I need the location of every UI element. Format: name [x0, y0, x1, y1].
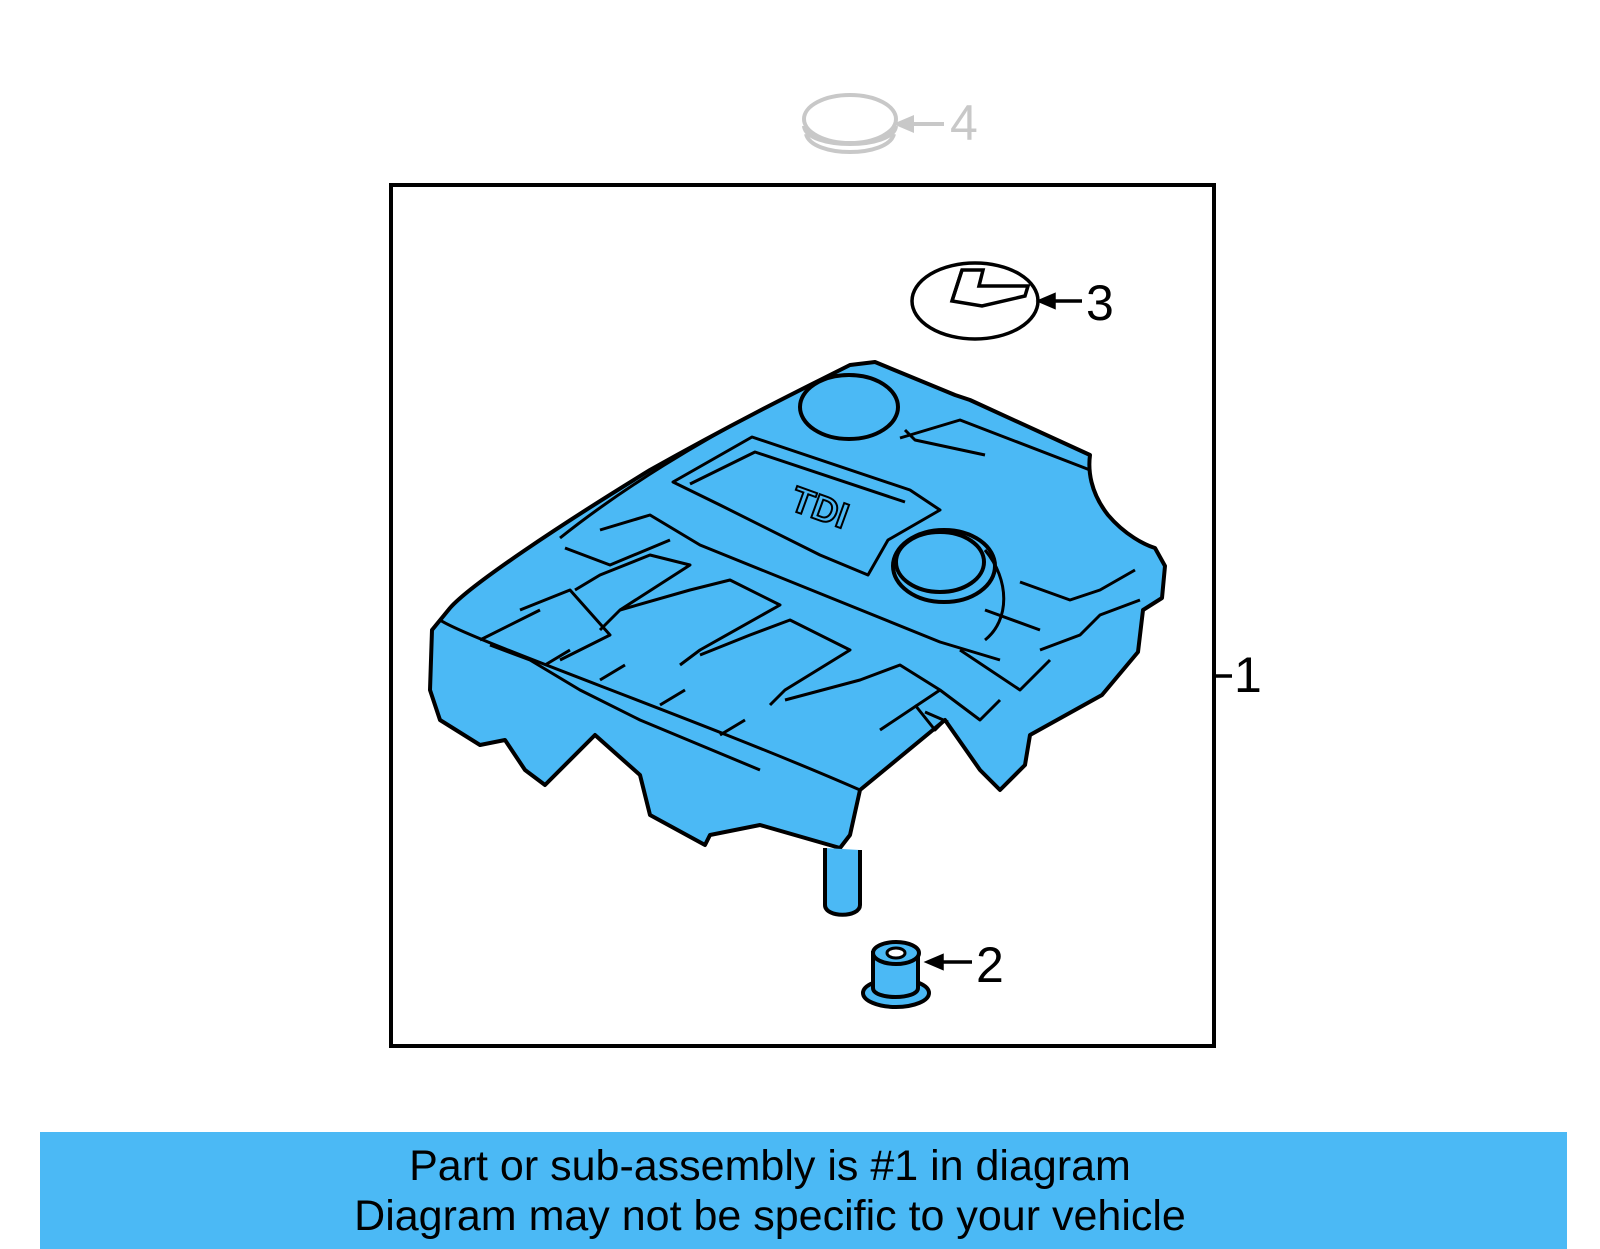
engine-cover-details — [439, 393, 1141, 792]
callout-label-3: 3 — [1086, 275, 1114, 331]
callout-label-2: 2 — [976, 937, 1004, 993]
callout-arrow-4 — [892, 114, 944, 134]
parts-diagram: 4 3 — [389, 93, 1262, 1048]
ring-part-4[interactable] — [802, 93, 898, 154]
banner-line-1: Part or sub-assembly is #1 in diagram — [409, 1142, 1131, 1190]
engine-cover-part-1[interactable] — [428, 360, 1167, 917]
callout-label-4: 4 — [950, 95, 978, 151]
grommet-part-2[interactable] — [861, 940, 931, 1009]
callout-label-1: 1 — [1234, 647, 1262, 703]
emblem-part-3[interactable] — [910, 261, 1040, 341]
banner-line-2: Diagram may not be specific to your vehi… — [354, 1192, 1186, 1240]
callout-arrow-3 — [1035, 292, 1082, 310]
info-banner: Part or sub-assembly is #1 in diagram Di… — [40, 1132, 1567, 1249]
assembly-box — [389, 183, 1216, 1048]
callout-arrow-2 — [923, 953, 972, 971]
